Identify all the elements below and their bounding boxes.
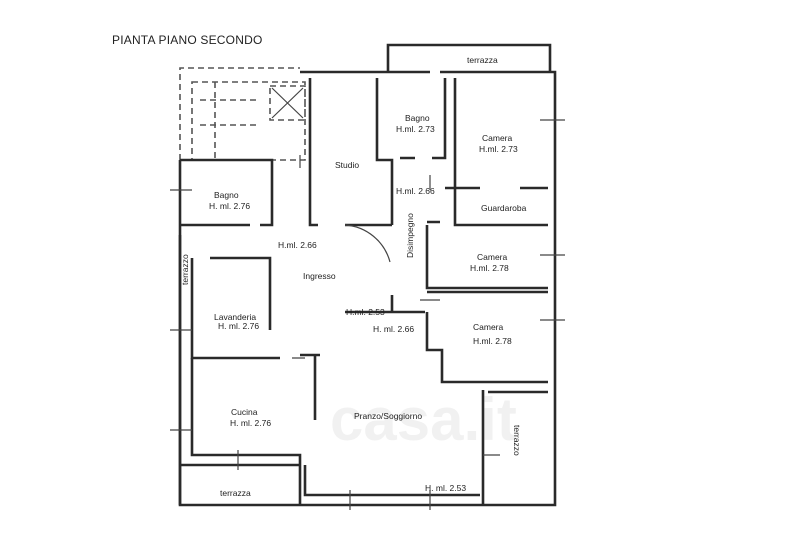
studio-label: Studio (335, 160, 359, 170)
bagno-top-label: Bagno (405, 113, 430, 123)
pranzo-height: H. ml. 2.53 (425, 483, 466, 493)
lavanderia-label: Lavanderia (214, 312, 256, 322)
guardaroba-label: Guardaroba (481, 203, 527, 213)
pranzo-label: Pranzo/Soggiorno (354, 411, 422, 421)
corridor-height-b: H. ml. 2.66 (373, 324, 414, 334)
terrazzo-right-label: terrazzo (512, 425, 522, 456)
cucina-height: H. ml. 2.76 (230, 418, 271, 428)
camera-mid-label: Camera (477, 252, 508, 262)
walls (170, 43, 565, 510)
camera-top-height: H.ml. 2.73 (479, 144, 518, 154)
corridor-height-a: H.ml. 2.53 (346, 307, 385, 317)
camera-mid-height: H.ml. 2.78 (470, 263, 509, 273)
terrazza-bottom-label: terrazza (220, 488, 251, 498)
bagno-left-height: H. ml. 2.76 (209, 201, 250, 211)
bagno-left-label: Bagno (214, 190, 239, 200)
ingresso-height: H.ml. 2.66 (278, 240, 317, 250)
camera-low-height: H.ml. 2.78 (473, 336, 512, 346)
disimpegno-label: Disimpegno (405, 213, 415, 258)
disimpegno-height: H.ml. 2.66 (396, 186, 435, 196)
cucina-label: Cucina (231, 407, 258, 417)
terrazza-top-label: terrazza (467, 55, 498, 65)
room-labels: terrazza Bagno H.ml. 2.73 Camera H.ml. 2… (180, 55, 527, 498)
ingresso-label: Ingresso (303, 271, 336, 281)
plan-title: PIANTA PIANO SECONDO (112, 33, 262, 47)
watermark: casa.it (330, 386, 517, 453)
camera-top-label: Camera (482, 133, 513, 143)
terrazzo-left-label: terrazzo (180, 254, 190, 285)
bagno-top-height: H.ml. 2.73 (396, 124, 435, 134)
camera-low-label: Camera (473, 322, 504, 332)
lavanderia-height: H. ml. 2.76 (218, 321, 259, 331)
